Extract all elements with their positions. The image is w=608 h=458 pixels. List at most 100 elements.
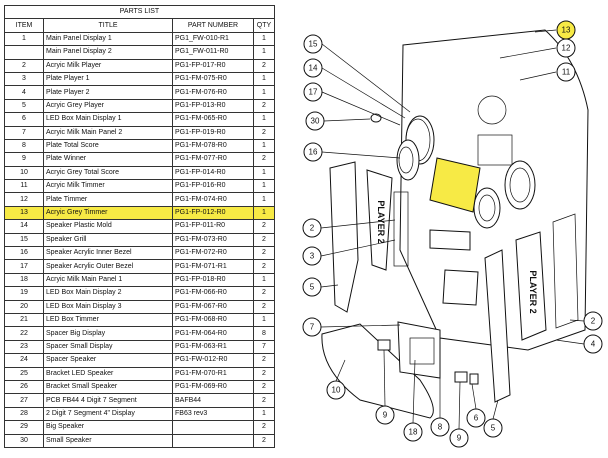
callout-3: 3 xyxy=(302,246,322,266)
item-cell: 29 xyxy=(4,420,44,435)
svg-text:4: 4 xyxy=(591,340,596,349)
title-cell: Acryic Grey Total Score xyxy=(43,165,173,181)
svg-text:30: 30 xyxy=(311,117,320,126)
item-cell: 28 xyxy=(4,406,44,422)
part-number-cell: PG1-FM-066-R0 xyxy=(172,286,254,301)
item-cell: 4 xyxy=(4,85,44,100)
qty-cell: 1 xyxy=(253,179,275,194)
plate-player-left xyxy=(393,191,409,267)
part-number-cell: PG1-FM-069-R0 xyxy=(172,379,254,395)
callout-5-right: 5 xyxy=(483,418,503,438)
callout-12: 12 xyxy=(556,38,576,58)
title-cell: Plate Winner xyxy=(43,152,173,167)
svg-text:5: 5 xyxy=(310,283,315,292)
qty-cell: 1 xyxy=(253,192,275,207)
part-number-cell: PG1-FP-018-R0 xyxy=(172,272,254,288)
part-number-cell: PG1-FP-016-R0 xyxy=(172,179,254,194)
speaker-bezel-right-2 xyxy=(473,187,501,229)
part-number-cell: PG1-FP-017-R0 xyxy=(172,58,254,73)
callout-2-right: 2 xyxy=(583,311,603,331)
qty-cell: 2 xyxy=(253,246,275,261)
callout-7: 7 xyxy=(302,317,322,337)
svg-text:15: 15 xyxy=(309,40,318,49)
title-cell: Spacer Big Display xyxy=(43,326,173,341)
item-cell xyxy=(4,45,44,60)
callout-17: 17 xyxy=(303,82,323,102)
svg-text:2: 2 xyxy=(591,317,596,326)
title-cell: Big Speaker xyxy=(43,420,173,435)
qty-cell: 2 xyxy=(253,286,275,301)
svg-text:9: 9 xyxy=(383,411,388,420)
qty-cell: 1 xyxy=(253,406,275,422)
speaker-grill-right xyxy=(504,160,536,210)
title-cell: Acryic Milk Main Panel 2 xyxy=(43,125,173,140)
qty-cell: 1 xyxy=(253,165,275,181)
acrylic-grey-total-score xyxy=(321,323,434,419)
player-2-vertical-label-left: PLAYER 2 xyxy=(376,200,386,243)
acrylic-grey-player-left xyxy=(329,161,359,313)
part-number-cell: PG1-FP-014-R0 xyxy=(172,165,254,181)
svg-text:13: 13 xyxy=(562,26,571,35)
callout-9-right: 9 xyxy=(449,428,469,448)
part-number-cell: PG1-FM-074-R0 xyxy=(172,192,254,207)
timer-led-box xyxy=(477,134,513,166)
qty-cell: 1 xyxy=(253,31,275,47)
title-cell: PCB FB44 4 Digit 7 Segment xyxy=(43,393,173,408)
qty-cell: 1 xyxy=(253,138,275,154)
callout-11: 11 xyxy=(556,62,576,82)
part-number-cell: PG1-FM-070-R1 xyxy=(172,366,254,381)
item-cell: 6 xyxy=(4,112,44,127)
part-number-cell: PG1-FM-072-R0 xyxy=(172,246,254,261)
header-title: TITLE xyxy=(43,18,173,33)
part-number-cell xyxy=(172,433,254,448)
item-cell: 17 xyxy=(4,259,44,274)
leader-lines xyxy=(320,29,585,430)
speaker-inner-bezel-left xyxy=(396,139,420,181)
item-cell: 3 xyxy=(4,71,44,87)
part-number-cell: PG1-FW-012-R0 xyxy=(172,353,254,368)
speaker-inner-bezel-right xyxy=(509,167,531,203)
part-number-cell: PG1-FM-076-R0 xyxy=(172,85,254,100)
part-number-cell: PG1-FM-068-R0 xyxy=(172,312,254,328)
svg-text:12: 12 xyxy=(562,44,571,53)
part-number-cell: PG1-FM-077-R0 xyxy=(172,152,254,167)
title-cell: Acryic Grey Timmer xyxy=(43,205,173,221)
qty-cell: 2 xyxy=(253,379,275,395)
qty-cell: 2 xyxy=(253,152,275,167)
qty-cell: 8 xyxy=(253,326,275,341)
speaker-cone-left xyxy=(398,146,414,174)
part-number-cell: PG1-FP-011-R0 xyxy=(172,219,254,234)
title-cell: Bracket LED Speaker xyxy=(43,366,173,381)
callout-14: 14 xyxy=(303,58,323,78)
svg-text:17: 17 xyxy=(309,88,318,97)
item-cell: 13 xyxy=(4,205,44,221)
item-cell: 26 xyxy=(4,379,44,395)
title-cell: Plate Player 2 xyxy=(43,85,173,100)
player-2-vertical-label-right: PLAYER 2 xyxy=(528,270,538,313)
item-cell: 21 xyxy=(4,312,44,328)
acrylic-grey-timer-highlight xyxy=(429,157,481,213)
title-cell: LED Box Main Display 2 xyxy=(43,286,173,301)
qty-cell: 1 xyxy=(253,45,275,60)
item-cell: 14 xyxy=(4,219,44,234)
title-cell: 2 Digit 7 Segment 4" Display xyxy=(43,406,173,422)
item-cell: 16 xyxy=(4,246,44,261)
title-cell: Acryic Grey Player xyxy=(43,98,173,114)
speaker-cone-right xyxy=(478,194,496,222)
qty-cell: 2 xyxy=(253,125,275,140)
item-cell: 1 xyxy=(4,31,44,47)
title-cell: Plate Player 1 xyxy=(43,71,173,87)
item-cell: 5 xyxy=(4,98,44,114)
speaker-hole-large xyxy=(477,95,507,125)
